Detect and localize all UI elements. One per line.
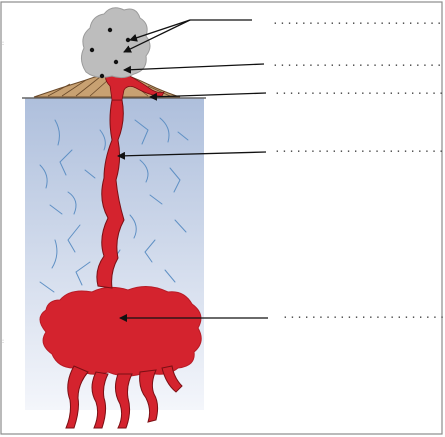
label-conduit[interactable]: ........................ (274, 142, 445, 155)
margin-mark-top: : (2, 40, 4, 47)
label-magma-chamber[interactable]: ........................ (282, 308, 445, 321)
label-ash-cloud[interactable]: ........................ (272, 14, 443, 27)
margin-mark-bottom: : (2, 338, 4, 345)
label-cone[interactable]: ........................ (274, 84, 445, 97)
magma-chamber-shape (40, 286, 201, 376)
label-vent-gas[interactable]: ........................ (272, 56, 443, 69)
